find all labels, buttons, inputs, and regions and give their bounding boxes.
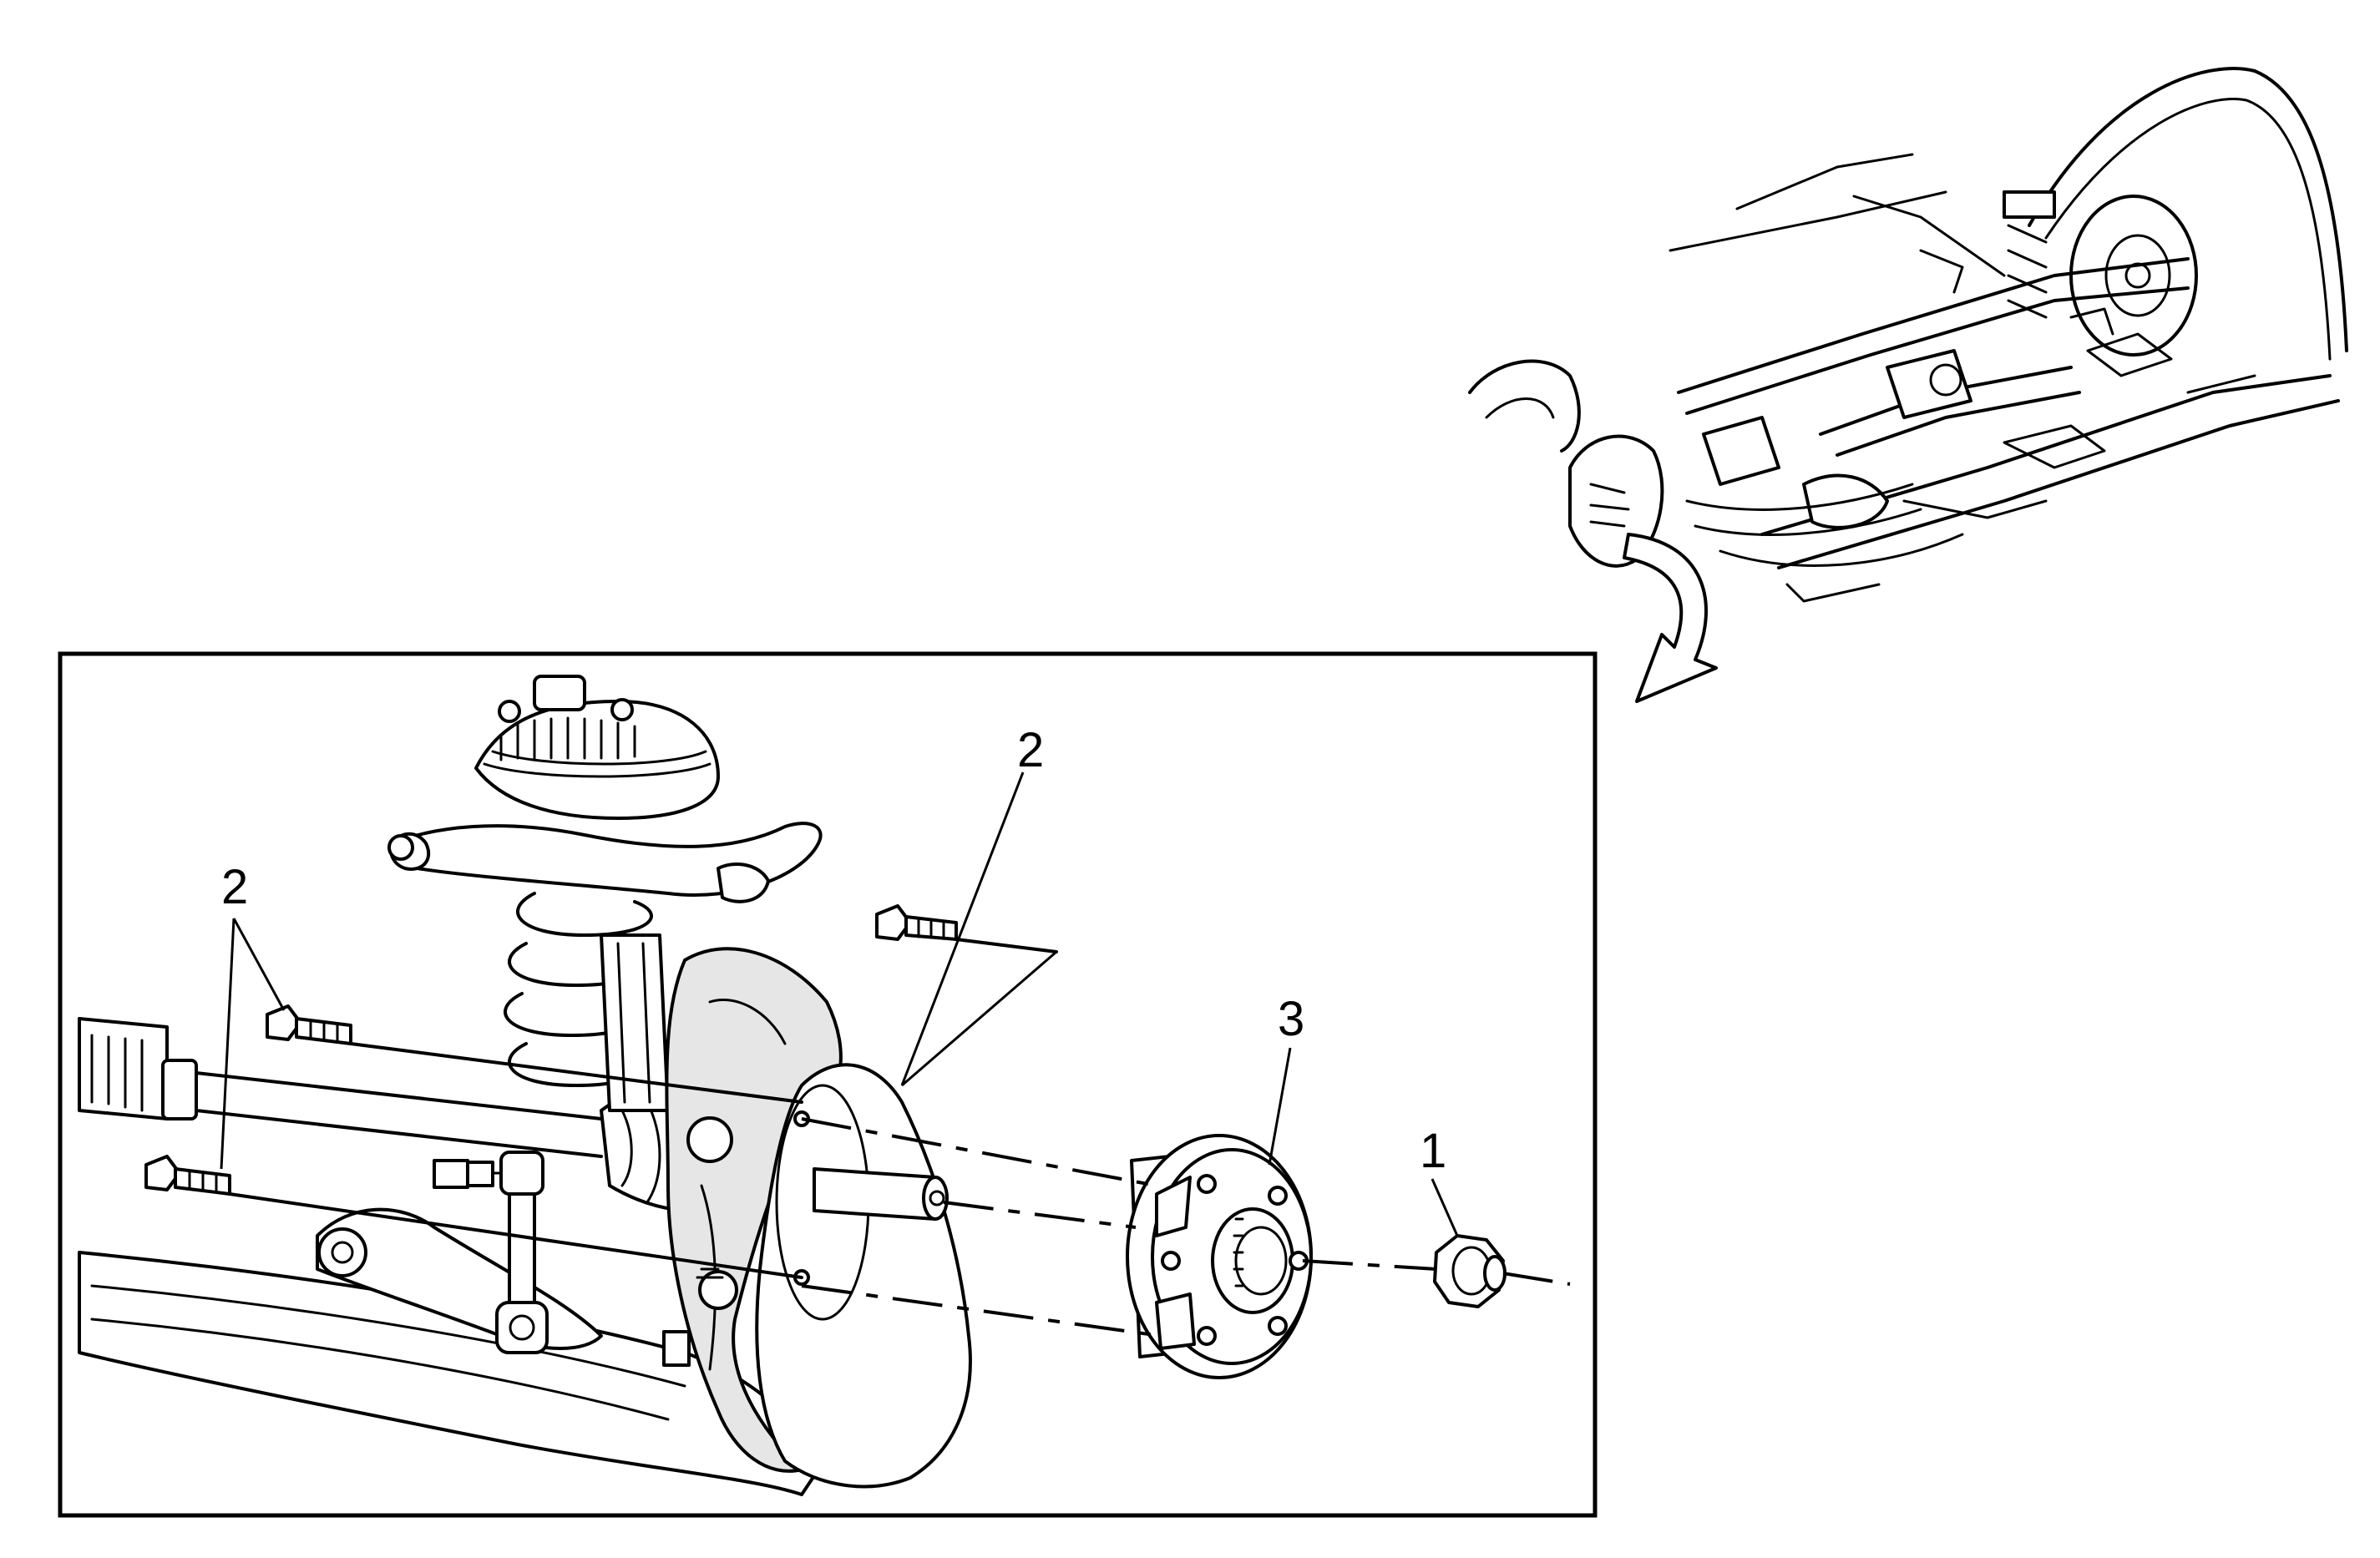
curved-arrow-icon xyxy=(1623,533,1718,703)
wheel-hub-bearing xyxy=(1126,1134,1313,1379)
bolt-left-upper xyxy=(266,1004,352,1045)
suspension-detail xyxy=(78,675,1571,1496)
callout-bolt-left-pair: 2 xyxy=(221,860,248,914)
hub-nut xyxy=(1433,1234,1506,1308)
vehicle-overview xyxy=(1468,67,2348,703)
detail-frame xyxy=(58,651,1598,1518)
callout-hub: 3 xyxy=(1278,992,1304,1046)
bolt-upper-right xyxy=(875,904,958,941)
callout-bolt-upper-right: 2 xyxy=(1017,723,1044,777)
callout-nut: 1 xyxy=(1420,1124,1446,1178)
callout-leaders xyxy=(220,771,1459,1237)
bolt-left-lower xyxy=(144,1155,231,1196)
